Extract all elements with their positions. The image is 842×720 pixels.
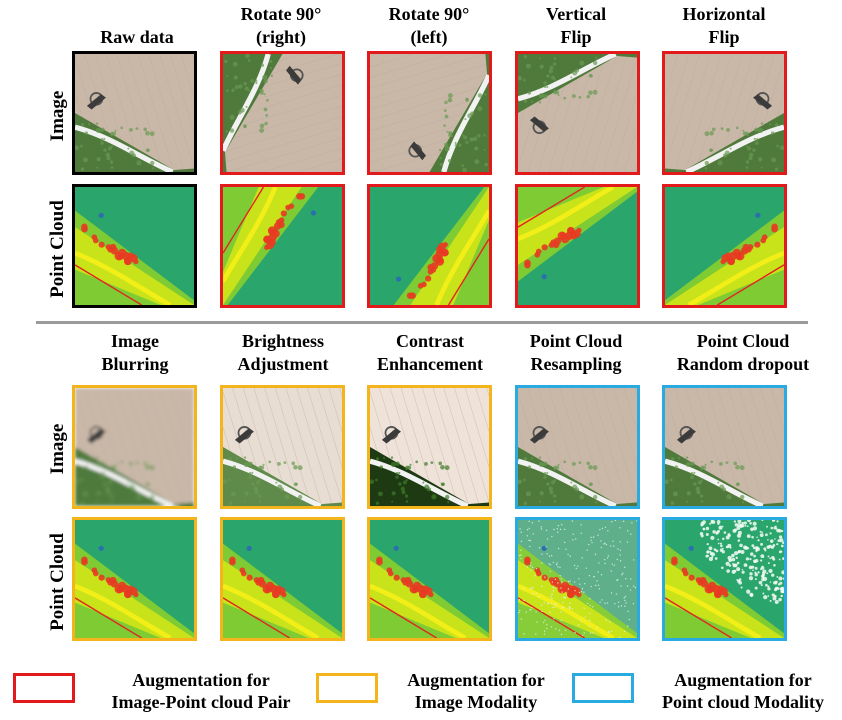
column-title-brightness-adjustment: Brightness Adjustment — [237, 331, 329, 374]
point-cloud-tile-contrast-enhancement — [367, 517, 492, 641]
section-divider — [36, 321, 808, 324]
point-cloud-tile-point-cloud-random-dropout — [662, 517, 787, 641]
aerial-image — [75, 388, 194, 506]
point-cloud-heatmap — [223, 520, 342, 638]
image-tile-raw-data — [72, 51, 197, 175]
image-tile-point-cloud-resampling — [515, 385, 640, 509]
aerial-image — [223, 54, 342, 172]
point-cloud-tile-image-blurring — [72, 517, 197, 641]
point-cloud-heatmap — [370, 520, 489, 638]
column-title-vertical-flip: Vertical Flip — [545, 4, 607, 47]
point-cloud-tile-rotate-left — [367, 184, 492, 308]
row-label-image-bottom: Image — [47, 423, 68, 475]
legend-label-pair: Augmentation for Image-Point cloud Pair — [111, 670, 291, 712]
legend-swatch-point-cloud — [572, 673, 634, 703]
image-tile-rotate-left — [367, 51, 492, 175]
column-title-point-cloud-random-dropout: Point Cloud Random dropout — [676, 331, 810, 374]
image-tile-vertical-flip — [515, 51, 640, 175]
aerial-image — [370, 54, 489, 172]
point-cloud-heatmap — [665, 187, 784, 305]
aerial-image — [75, 54, 194, 172]
column-title-rotate-left: Rotate 90° (left) — [388, 4, 470, 47]
legend-swatch-image — [316, 673, 378, 703]
row-label-point-cloud-bottom: Point Cloud — [47, 533, 68, 631]
point-cloud-heatmap — [75, 520, 194, 638]
legend-swatch-pair — [13, 673, 75, 703]
aerial-image — [223, 388, 342, 506]
point-cloud-heatmap — [223, 187, 342, 305]
point-cloud-tile-rotate-right — [220, 184, 345, 308]
point-cloud-heatmap — [75, 187, 194, 305]
legend-label-image: Augmentation for Image Modality — [407, 670, 545, 712]
row-label-point-cloud-top: Point Cloud — [47, 200, 68, 298]
legend-label-point-cloud: Augmentation for Point cloud Modality — [661, 670, 824, 712]
image-tile-point-cloud-random-dropout — [662, 385, 787, 509]
column-title-point-cloud-resampling: Point Cloud Resampling — [529, 331, 623, 374]
point-cloud-heatmap — [518, 187, 637, 305]
aerial-image — [518, 54, 637, 172]
image-tile-horizontal-flip — [662, 51, 787, 175]
column-title-image-blurring: Image Blurring — [101, 331, 169, 374]
point-cloud-heatmap — [370, 187, 489, 305]
point-cloud-tile-vertical-flip — [515, 184, 640, 308]
column-title-horizontal-flip: Horizontal Flip — [682, 4, 766, 47]
point-cloud-tile-raw-data — [72, 184, 197, 308]
image-tile-contrast-enhancement — [367, 385, 492, 509]
point-cloud-tile-horizontal-flip — [662, 184, 787, 308]
image-tile-image-blurring — [72, 385, 197, 509]
row-label-image-top: Image — [47, 90, 68, 142]
point-cloud-heatmap — [518, 520, 637, 638]
point-cloud-heatmap — [665, 520, 784, 638]
column-title-raw-data: Raw data — [100, 27, 174, 47]
aerial-image — [665, 388, 784, 506]
image-tile-brightness-adjustment — [220, 385, 345, 509]
aerial-image — [518, 388, 637, 506]
point-cloud-tile-point-cloud-resampling — [515, 517, 640, 641]
column-title-rotate-right: Rotate 90° (right) — [240, 4, 322, 47]
point-cloud-tile-brightness-adjustment — [220, 517, 345, 641]
column-title-contrast-enhancement: Contrast Enhancement — [376, 331, 483, 374]
image-tile-rotate-right — [220, 51, 345, 175]
aerial-image — [370, 388, 489, 506]
aerial-image — [665, 54, 784, 172]
